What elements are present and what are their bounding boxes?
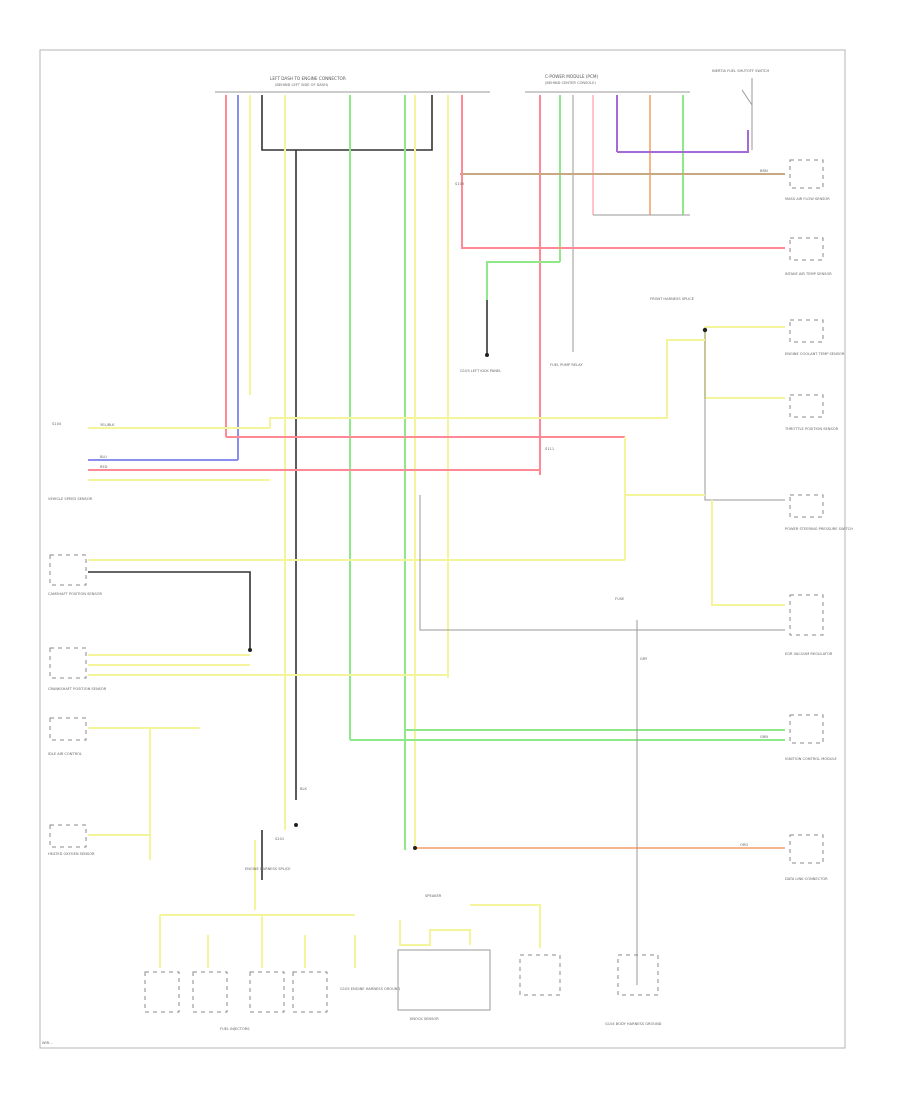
connector-left-1 — [49, 554, 87, 586]
wire-yellow-throttle — [704, 330, 785, 399]
injector-2 — [192, 971, 228, 1013]
inertia-switch-contact — [741, 89, 753, 106]
ground-dot-s201 — [294, 823, 298, 827]
inertia-switch: INERTIA FUEL SHUTOFF SWITCH — [712, 69, 770, 150]
label-engine-harness: ENGINE HARNESS SPLICE — [245, 867, 291, 871]
top-connector-left: LEFT DASH TO ENGINE CONNECTOR (BEHIND LE… — [215, 76, 490, 93]
splice-dot-dlc — [413, 846, 417, 850]
connector-right-1 — [789, 159, 824, 189]
inertia-switch-label: INERTIA FUEL SHUTOFF SWITCH — [712, 69, 770, 73]
label-mass-air: MASS AIR FLOW SENSOR — [785, 197, 830, 201]
connector-right-6 — [789, 594, 824, 636]
top-connector-label: LEFT DASH TO ENGINE CONNECTOR — [270, 76, 346, 81]
label-fuel-injectors: FUEL INJECTORS — [220, 1027, 250, 1031]
connector-left-4 — [49, 824, 87, 848]
label-fuel-pump-relay: FUEL PUMP RELAY — [550, 363, 583, 367]
label-heated-o2: HEATED OXYGEN SENSOR — [48, 852, 95, 856]
tag-yel-blk-1: YEL/BLK — [100, 423, 115, 427]
g104-box — [617, 954, 659, 996]
knock-sensor-wires — [399, 920, 471, 946]
wire-yellow-egr — [711, 500, 785, 606]
wire-purple-return — [617, 130, 749, 153]
label-throttle: THROTTLE POSITION SENSOR — [784, 427, 839, 431]
label-ignition: IGNITION CONTROL MODULE — [785, 757, 838, 761]
diagram-frame — [39, 49, 846, 1049]
splice-dot-front — [702, 327, 708, 333]
tag-brn: BRN — [760, 169, 768, 173]
label-vehicle-speed: VEHICLE SPEED SENSOR — [48, 497, 93, 501]
label-s201: S201 — [275, 837, 284, 841]
connector-right-5 — [789, 494, 824, 518]
connector-right-8 — [789, 834, 824, 864]
wire-gray-ps — [704, 330, 785, 501]
label-fuse: FUSE — [615, 597, 625, 601]
label-camshaft: CAMSHAFT POSITION SENSOR — [48, 592, 102, 596]
top-connector-sublabel: (BEHIND LEFT SIDE OF DASH) — [275, 83, 329, 87]
pcm-connector-label: C-POWER MODULE (PCM) — [545, 74, 598, 79]
connector-left-3 — [49, 717, 87, 741]
tag-org: ORG — [740, 843, 748, 847]
label-crankshaft: CRANKSHAFT POSITION SENSOR — [48, 687, 107, 691]
splice-dot-crank — [248, 648, 252, 652]
tag-grn: GRN — [760, 735, 768, 739]
injector-3 — [249, 971, 285, 1013]
knock-sensor-box — [397, 949, 491, 1011]
pcm-connector-sublabel: (BEHIND CENTER CONSOLE) — [545, 81, 596, 85]
label-s111: S111 — [545, 447, 554, 451]
label-s104: S104 — [52, 422, 62, 426]
connector-left-2 — [49, 647, 87, 679]
label-knock-sensor: KNOCK SENSOR — [410, 1017, 439, 1021]
wire-gray-egr — [419, 495, 785, 631]
label-speaker: SPEAKER — [425, 894, 442, 898]
wire-yellow-iac — [88, 727, 151, 860]
label-coolant-temp: ENGINE COOLANT TEMP SENSOR — [785, 352, 845, 356]
tag-blk: BLK — [300, 787, 307, 791]
wire-black-cam — [88, 571, 251, 650]
label-power-steering: POWER STEERING PRESSURE SWITCH — [785, 527, 853, 531]
connector-right-4 — [789, 394, 824, 418]
tag-red: RED — [100, 465, 108, 469]
footer-code: WIR… — [42, 1041, 53, 1045]
label-front-harness: FRONT HARNESS SPLICE — [650, 297, 695, 301]
label-s105: S105 — [455, 182, 464, 186]
label-idle-air: IDLE AIR CONTROL — [48, 752, 82, 756]
label-g103: G103 LEFT KICK PANEL — [460, 369, 501, 373]
ground-dot-g103 — [485, 353, 489, 357]
connector-right-3 — [789, 319, 824, 343]
label-g104: G104 BODY HARNESS GROUND — [605, 1022, 662, 1026]
wire-yellow-ps — [624, 437, 705, 496]
connector-right-7 — [789, 714, 824, 744]
wire-yellow-bus-1b — [269, 339, 705, 428]
tag-gry: GRY — [640, 657, 648, 661]
label-egr: EGR VACUUM REGULATOR — [785, 652, 833, 656]
top-connector-right: C-POWER MODULE (PCM) (BEHIND CENTER CONS… — [525, 74, 690, 93]
speaker-box — [519, 954, 561, 996]
wire-green-switch — [486, 261, 560, 300]
label-g105: G105 ENGINE HARNESS GROUND — [340, 987, 400, 991]
connector-bracket — [261, 95, 433, 151]
label-intake-air: INTAKE AIR TEMP SENSOR — [785, 272, 832, 276]
injector-4 — [292, 971, 328, 1013]
connector-right-2 — [789, 237, 824, 261]
speaker-wire — [470, 904, 541, 948]
tag-blu: BLU — [100, 455, 107, 459]
wire-red-right — [461, 160, 785, 249]
label-data-link: DATA LINK CONNECTOR — [785, 877, 828, 881]
injector-1 — [144, 971, 180, 1013]
